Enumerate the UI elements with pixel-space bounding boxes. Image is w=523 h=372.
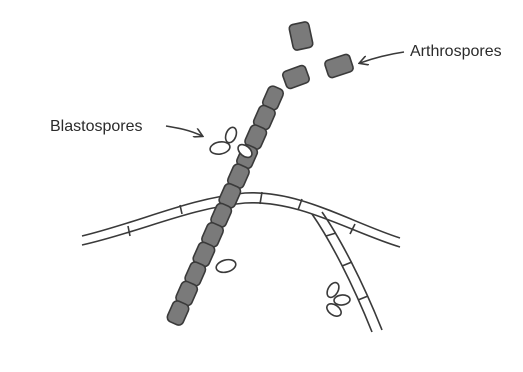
branch-hypha (312, 212, 382, 332)
detached-arthrospore (324, 53, 354, 78)
blastospores-label: Blastospores (50, 118, 143, 136)
arthrospores-label: Arthrospores (410, 43, 502, 61)
detached-arthrospore (282, 64, 311, 89)
detached-arthrospores (282, 21, 354, 89)
blastospore (334, 294, 351, 305)
blastospore (224, 126, 239, 144)
blastospores-arrow (166, 126, 202, 136)
blastospore (209, 140, 231, 155)
arthrospores-arrow (360, 52, 404, 63)
horizontal-hypha (82, 192, 400, 247)
blastospore (215, 258, 237, 275)
detached-arthrospore (289, 21, 314, 51)
